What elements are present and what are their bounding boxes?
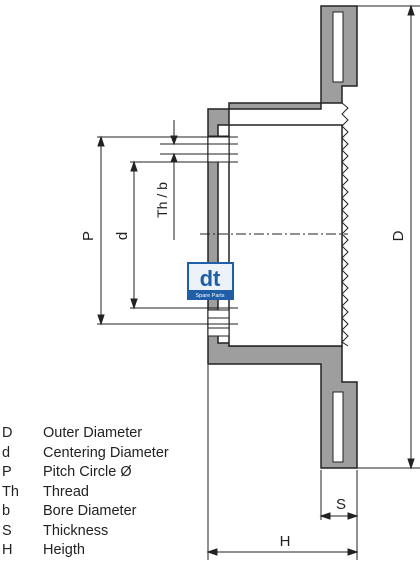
vane-teeth: [341, 102, 349, 347]
legend-item: d Centering Diameter: [2, 444, 242, 464]
label-P: P: [80, 231, 97, 241]
legend-symbol: S: [2, 522, 12, 539]
dim-D: [407, 4, 415, 470]
legend-item: S Thickness: [2, 522, 242, 542]
label-d: d: [114, 232, 131, 240]
label-Th-b: Th / b: [154, 182, 170, 218]
dim-H: [206, 548, 359, 556]
legend-symbol: P: [2, 464, 12, 480]
legend-symbol: b: [2, 503, 11, 519]
dt-logo: dt Spare Parts: [187, 262, 234, 300]
legend-description: Centering Diameter: [43, 444, 169, 461]
legend-item: Th Thread: [2, 483, 242, 503]
label-S: S: [336, 496, 346, 513]
label-D: D: [390, 230, 407, 241]
legend-item: D Outer Diameter: [2, 424, 242, 444]
legend-symbol: H: [2, 542, 13, 558]
svg-text:dt: dt: [200, 266, 221, 291]
legend-description: Outer Diameter: [43, 425, 143, 441]
legend-description: Thickness: [43, 522, 109, 539]
vent-slot-top: [332, 11, 344, 83]
extension-lines: [97, 5, 420, 560]
legend-symbol: Th: [2, 483, 19, 500]
legend-item: P Pitch Circle Ø: [2, 463, 242, 483]
vent-slot-bottom: [332, 391, 344, 463]
dim-d: [130, 160, 138, 310]
hat-interior: [228, 124, 343, 347]
legend-symbol: D: [2, 425, 13, 441]
legend: D Outer Diameter d Centering Diameter P …: [2, 424, 242, 561]
legend-item: b Bore Diameter: [2, 502, 242, 522]
bolt-hole-top: [207, 135, 230, 163]
legend-description: Pitch Circle Ø: [43, 464, 132, 480]
dim-Th-b: [170, 120, 178, 240]
bolt-hole-bottom: [207, 309, 230, 337]
legend-description: Heigth: [43, 542, 85, 558]
label-H: H: [280, 533, 291, 550]
legend-description: Bore Diameter: [43, 503, 137, 519]
legend-symbol: d: [2, 444, 11, 461]
svg-text:Spare Parts: Spare Parts: [195, 293, 224, 299]
legend-description: Thread: [43, 483, 89, 500]
legend-item: H Heigth: [2, 541, 242, 561]
dim-S: [319, 512, 359, 520]
dim-P: [97, 135, 105, 326]
